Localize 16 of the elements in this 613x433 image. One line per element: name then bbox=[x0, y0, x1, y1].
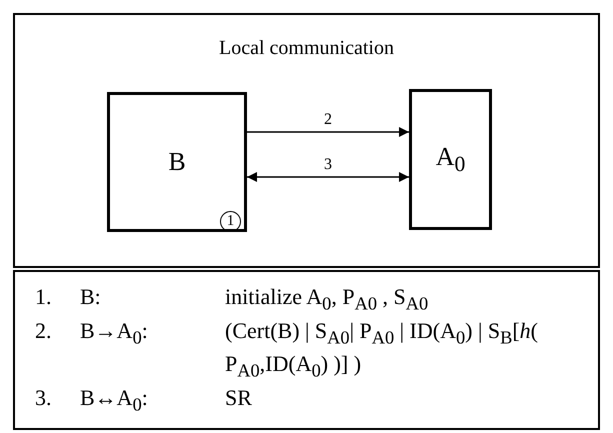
entity-box: A$_{0}$ bbox=[409, 89, 492, 230]
double-arrow bbox=[247, 172, 409, 182]
arrow bbox=[247, 127, 409, 137]
entity-box: B 1 bbox=[107, 92, 247, 232]
step-number-circle: 1 bbox=[220, 211, 241, 232]
step-action: SR bbox=[225, 385, 253, 412]
panel-title: Local communication bbox=[218, 37, 395, 60]
step-number: 2. bbox=[35, 318, 52, 346]
step-action: (Cert(B) | S$_{A0}$| P$_{A0}$ | ID(A$_{0}$) | S$_{B}$[h( P$_{A0}$,ID(A$_{0}$) )] ) bbox=[225, 318, 539, 382]
step-action: initialize A$_{0}$, P$_{A0}$ , S$_{A0}$ bbox=[225, 284, 430, 316]
diagram-panel bbox=[13, 13, 600, 268]
step-actor: B→A$_{0}$: bbox=[80, 318, 149, 350]
step-actor: B↔A$_{0}$: bbox=[80, 385, 149, 417]
step-actor: B: bbox=[80, 284, 102, 311]
step-number: 3. bbox=[35, 385, 52, 412]
step-number: 1. bbox=[35, 284, 52, 311]
